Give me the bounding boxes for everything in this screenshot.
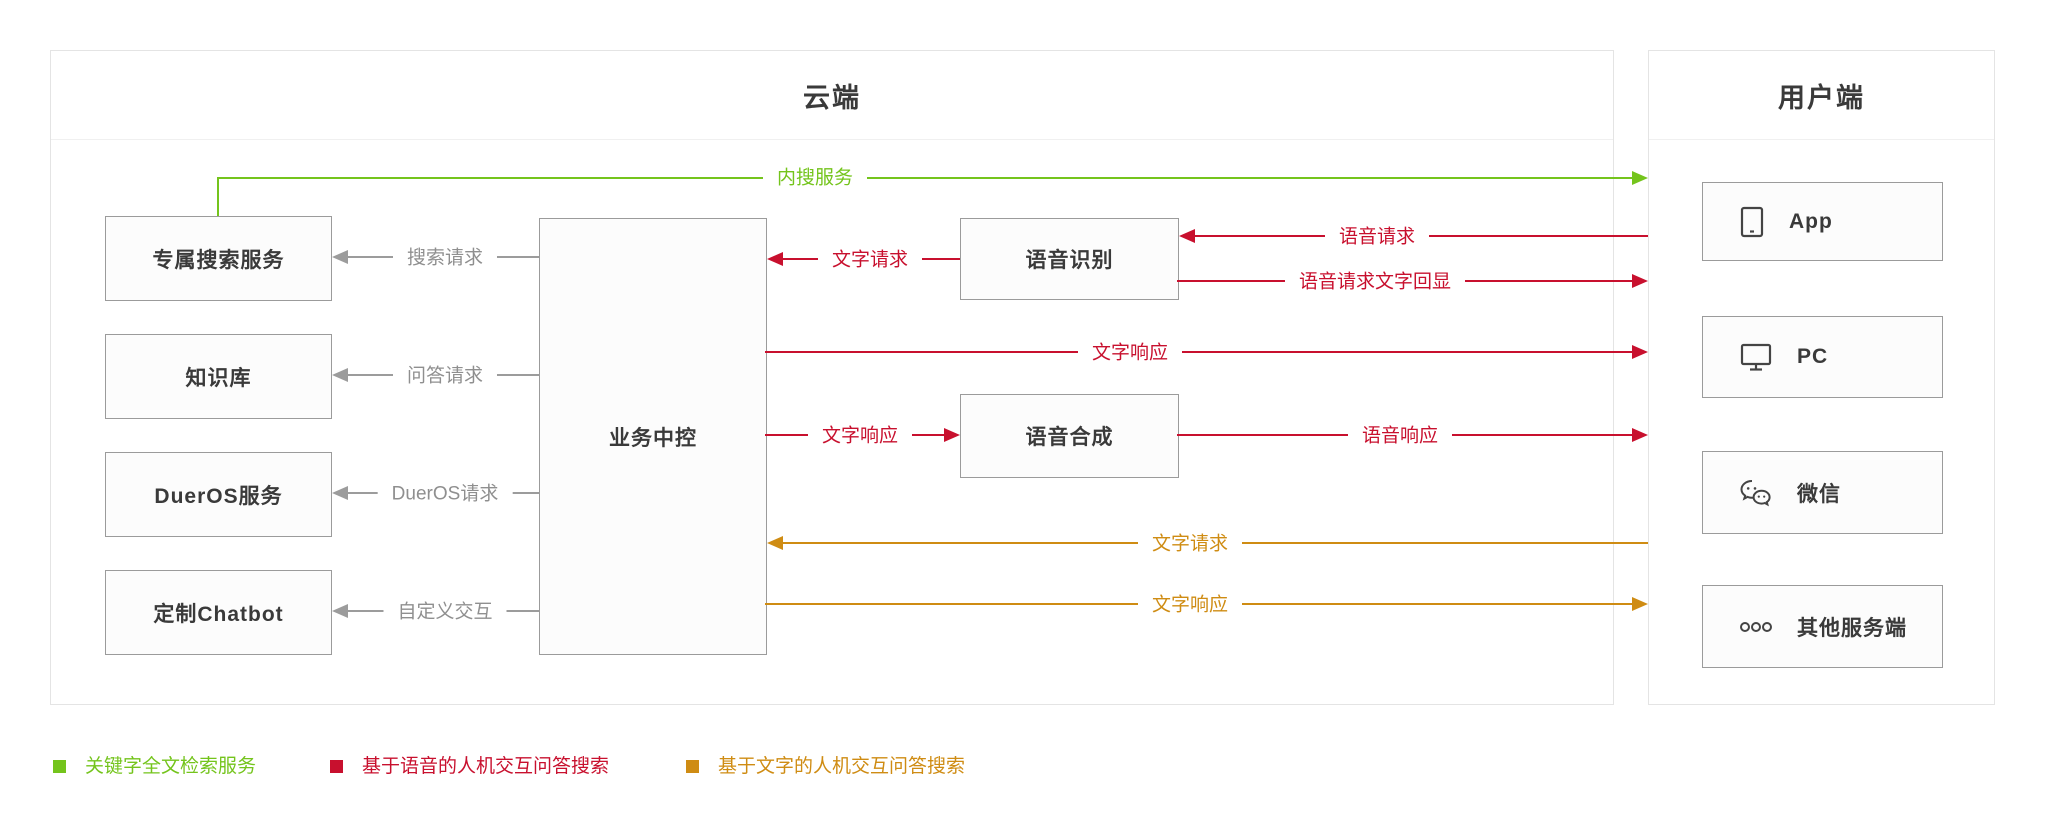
node-dueros-service: DuerOS服务 — [105, 452, 332, 537]
legend-item-text-qa: 基于文字的人机交互问答搜索 — [686, 756, 965, 776]
legend-label: 基于文字的人机交互问答搜索 — [718, 755, 966, 777]
client-wechat: 微信 — [1702, 451, 1943, 534]
client-label: 其他服务端 — [1797, 616, 1907, 640]
flow-line-text-response-client — [765, 351, 1632, 353]
node-dedicated-search-service: 专属搜索服务 — [105, 216, 332, 301]
arrowhead-right-icon — [1632, 597, 1648, 611]
monitor-icon — [1739, 342, 1773, 372]
arrowhead-right-icon — [1632, 171, 1648, 185]
flow-label-text-request-asr: 文字请求 — [817, 250, 923, 270]
arrowhead-right-icon — [1632, 345, 1648, 359]
node-knowledge-base: 知识库 — [105, 334, 332, 419]
flow-label-search-request: 搜索请求 — [392, 248, 498, 268]
node-label: 语音合成 — [1025, 426, 1114, 449]
flow-label-internal-search: 内搜服务 — [762, 168, 868, 188]
node-business-hub: 业务中控 — [539, 218, 767, 655]
flow-label-text-response-client: 文字响应 — [1077, 343, 1183, 363]
legend-swatch-orange — [686, 759, 699, 773]
node-label: 知识库 — [185, 366, 252, 390]
legend-label: 基于语音的人机交互问答搜索 — [362, 755, 610, 777]
flow-label-dueros-request: DuerOS请求 — [377, 484, 513, 504]
node-label: 定制Chatbot — [153, 602, 284, 626]
legend-label: 关键字全文检索服务 — [85, 755, 257, 777]
node-speech-recognition: 语音识别 — [960, 218, 1179, 300]
client-other-services: 其他服务端 — [1702, 585, 1943, 668]
arrowhead-left-icon — [332, 486, 348, 500]
flow-label-custom-interaction: 自定义交互 — [383, 602, 507, 622]
arrowhead-left-icon — [1179, 229, 1195, 243]
client-panel-title: 用户端 — [1778, 82, 1865, 113]
client-label: 微信 — [1797, 482, 1841, 506]
flow-label-text-response-orange: 文字响应 — [1137, 595, 1243, 615]
legend-swatch-green — [53, 759, 66, 773]
client-label: App — [1789, 209, 1833, 233]
arrowhead-left-icon — [332, 250, 348, 264]
node-label: 语音识别 — [1025, 249, 1114, 272]
cloud-panel-title: 云端 — [803, 82, 861, 113]
client-pc: PC — [1702, 316, 1943, 398]
ellipsis-icon — [1739, 620, 1773, 634]
node-label: 业务中控 — [609, 426, 697, 450]
mobile-icon — [1739, 205, 1765, 239]
arrowhead-left-icon — [332, 368, 348, 382]
client-panel-header: 用户端 — [1649, 51, 1994, 140]
arrowhead-right-icon — [1632, 428, 1648, 442]
flow-label-voice-response: 语音响应 — [1347, 426, 1453, 446]
arrowhead-right-icon — [944, 428, 960, 442]
flow-label-voice-request: 语音请求 — [1324, 227, 1430, 247]
legend-swatch-red — [330, 759, 343, 773]
arrowhead-right-icon — [1632, 274, 1648, 288]
flow-label-voice-request-echo: 语音请求文字回显 — [1284, 272, 1466, 292]
legend-item-voice-qa: 基于语音的人机交互问答搜索 — [330, 756, 609, 776]
client-label: PC — [1797, 345, 1829, 368]
flow-label-text-request-client: 文字请求 — [1137, 534, 1243, 554]
flow-line-internal-search — [217, 177, 1632, 179]
legend-item-fulltext-search: 关键字全文检索服务 — [53, 756, 256, 776]
flow-line-internal-search-vertical — [217, 177, 219, 216]
arrowhead-left-icon — [767, 252, 783, 266]
arrowhead-left-icon — [332, 604, 348, 618]
flow-label-qa-request: 问答请求 — [392, 366, 498, 386]
cloud-panel-header: 云端 — [51, 51, 1613, 140]
wechat-icon — [1739, 478, 1773, 508]
client-app: App — [1702, 182, 1943, 261]
arrowhead-left-icon — [767, 536, 783, 550]
flow-label-text-response-tts: 文字响应 — [807, 426, 913, 446]
node-custom-chatbot: 定制Chatbot — [105, 570, 332, 655]
node-speech-synthesis: 语音合成 — [960, 394, 1179, 478]
node-label: 专属搜索服务 — [152, 248, 285, 272]
node-label: DuerOS服务 — [154, 484, 283, 508]
